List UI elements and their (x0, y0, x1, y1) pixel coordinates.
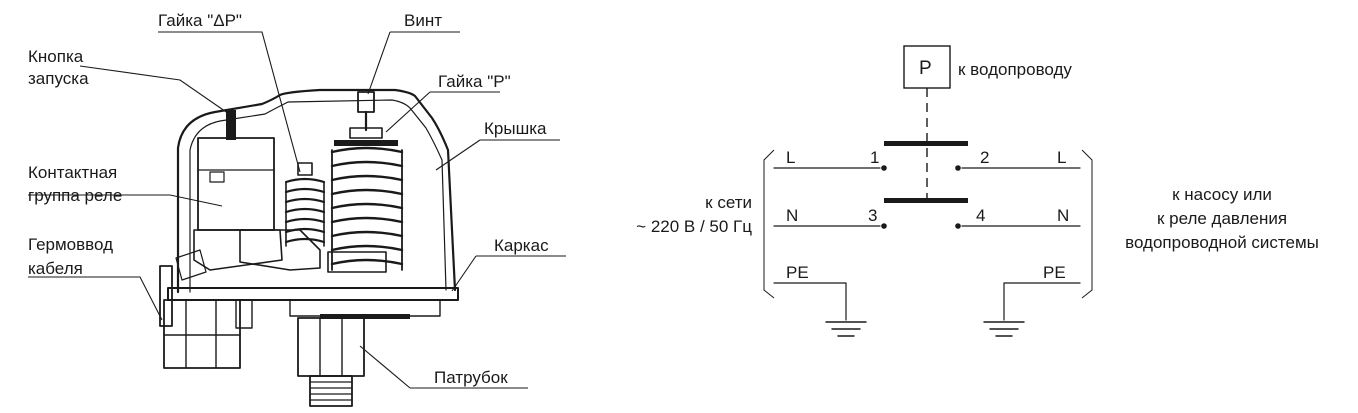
contact-bar-top (884, 141, 968, 146)
label-start-button-1: Кнопка (28, 47, 84, 66)
label-cover: Крышка (484, 119, 547, 138)
label-to-water: к водопроводу (958, 60, 1072, 79)
label-start-button-2: запуска (28, 69, 89, 88)
label-frame: Каркас (494, 236, 549, 255)
label-gland-1: Гермоввод (28, 235, 113, 254)
wiring-schematic: P к водопроводу L N PE L N (636, 45, 1319, 337)
contact-2: 2 (980, 148, 989, 167)
contact-4: 4 (976, 206, 985, 225)
frame-plate (167, 287, 459, 301)
pressure-switch-drawing: Кнопка запуска Гайка "ΔP" Винт Гайка "P"… (28, 11, 566, 407)
terminal-left-n: N (786, 206, 798, 225)
terminal-right-n: N (1057, 206, 1069, 225)
label-nut-dp: Гайка "ΔP" (158, 11, 242, 30)
large-spring (327, 91, 404, 273)
label-pump-2: к реле давления (1157, 209, 1287, 228)
relay-block (197, 137, 275, 231)
label-network-1: к сети (705, 193, 752, 212)
cable-gland-shape (159, 265, 253, 369)
terminal-left-pe: PE (786, 263, 809, 282)
label-nut-p: Гайка "P" (438, 72, 511, 91)
label-network-2: ~ 220 В / 50 Гц (636, 217, 752, 236)
label-screw: Винт (404, 11, 442, 30)
pressure-box-label: P (919, 58, 932, 79)
label-gland-2: кабеля (28, 259, 83, 278)
contact-1: 1 (870, 148, 879, 167)
label-relay-2: группа реле (28, 186, 122, 205)
contact-3: 3 (868, 206, 877, 225)
right-bracket (1081, 149, 1093, 299)
label-pump-1: к насосу или (1172, 185, 1272, 204)
fitting-shape (297, 317, 365, 407)
terminal-right-pe: PE (1043, 263, 1066, 282)
left-bracket (763, 149, 775, 299)
start-button-shape (226, 110, 236, 140)
label-fitting: Патрубок (434, 368, 508, 387)
terminal-left-l: L (786, 148, 795, 167)
label-pump-3: водопроводной системы (1125, 233, 1319, 252)
label-relay-1: Контактная (28, 163, 117, 182)
cover-outline (176, 88, 457, 294)
terminal-right-l: L (1057, 148, 1066, 167)
cover-inner-edge (189, 99, 447, 293)
small-spring (284, 162, 326, 247)
contact-bar-bottom (884, 198, 968, 203)
